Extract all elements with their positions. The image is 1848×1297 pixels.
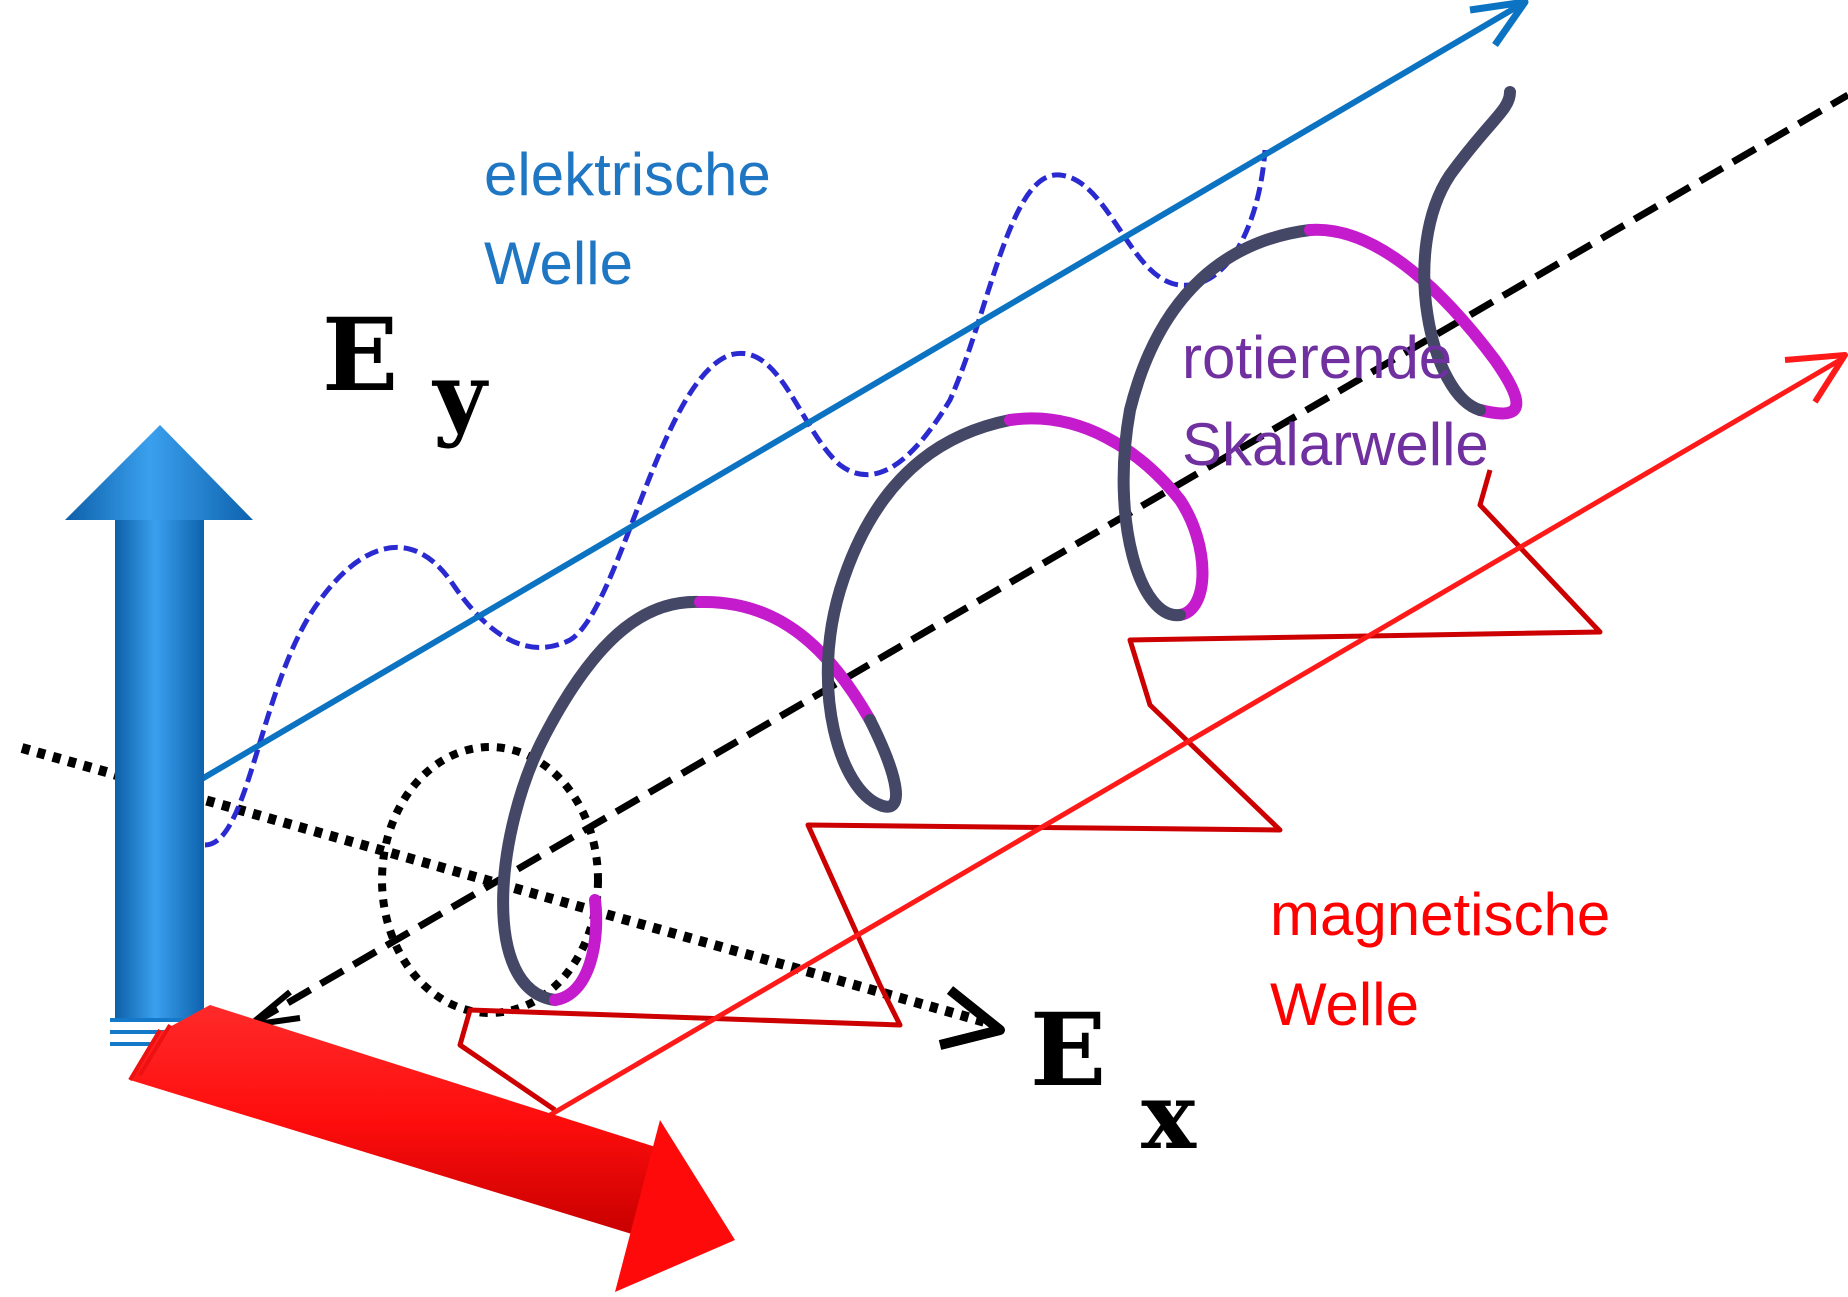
magnetic-axis-arrowhead — [1784, 352, 1848, 404]
electric-wave-curve — [204, 149, 1268, 848]
scalar-wave-label-line1: rotierende — [1182, 324, 1452, 391]
magnetic-wave-label-line1: magnetische — [1270, 881, 1610, 948]
dotted-circle — [378, 743, 602, 1017]
ex-label-sub: x — [1141, 1062, 1197, 1170]
propagation-axis-dashed — [253, 91, 1848, 1026]
ey-label-main: E — [322, 296, 398, 414]
scalar-wave-label-line2: Skalarwelle — [1182, 411, 1489, 478]
electric-axis-arrowhead — [1469, 0, 1529, 48]
ex-axis-arrowhead — [938, 986, 1005, 1050]
ex-label: E x — [1030, 991, 1197, 1170]
electric-wave-label-line2: Welle — [484, 230, 633, 297]
magnetic-wave-label-line2: Welle — [1270, 971, 1419, 1038]
ey-label-sub: y — [431, 342, 489, 450]
ex-label-main: E — [1030, 991, 1106, 1109]
ey-label: E y — [322, 296, 489, 450]
scalar-helix — [497, 86, 1523, 1006]
up-arrow-icon — [65, 425, 253, 1046]
right-down-arrow-icon — [128, 1005, 735, 1292]
electric-axis-line — [198, 2, 1522, 783]
magnetic-axis-line — [543, 357, 1842, 1121]
electric-wave-label-line1: elektrische — [484, 141, 771, 208]
